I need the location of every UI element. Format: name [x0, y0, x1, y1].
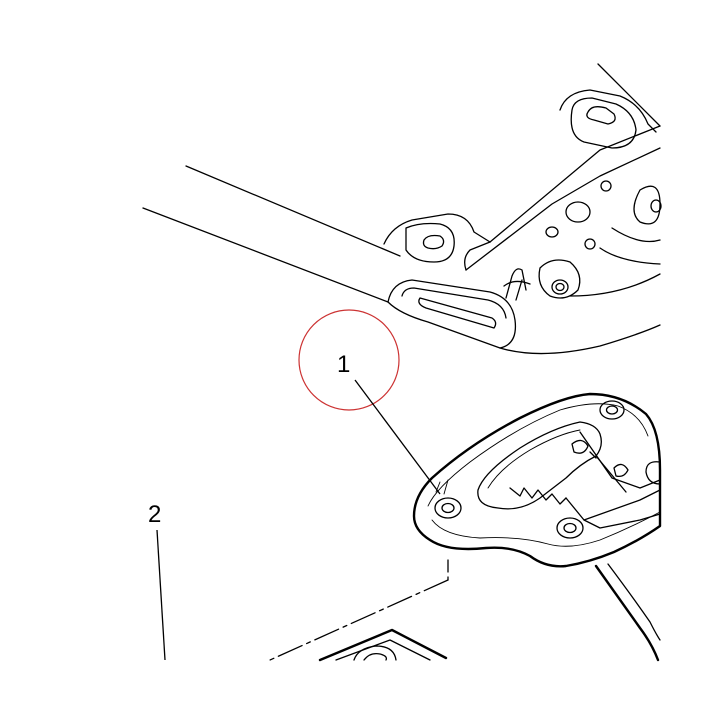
hidden-outline [269, 559, 449, 661]
lower-mount-bracket [412, 392, 662, 662]
upper-crossmember [142, 63, 662, 355]
mount-bolt [599, 400, 625, 420]
lower-frame-segment [318, 628, 448, 662]
mount-bolt [556, 517, 584, 539]
mount-bolt [645, 461, 661, 485]
callout-1[interactable]: 1 [298, 309, 441, 495]
callout-2-leader [156, 529, 166, 661]
callout-1-highlight-circle [298, 309, 400, 411]
callout-2[interactable]: 2 [148, 501, 166, 661]
callout-1-leader [354, 379, 441, 495]
callout-1-label: 1 [337, 351, 350, 378]
callout-2-label: 2 [148, 501, 161, 528]
